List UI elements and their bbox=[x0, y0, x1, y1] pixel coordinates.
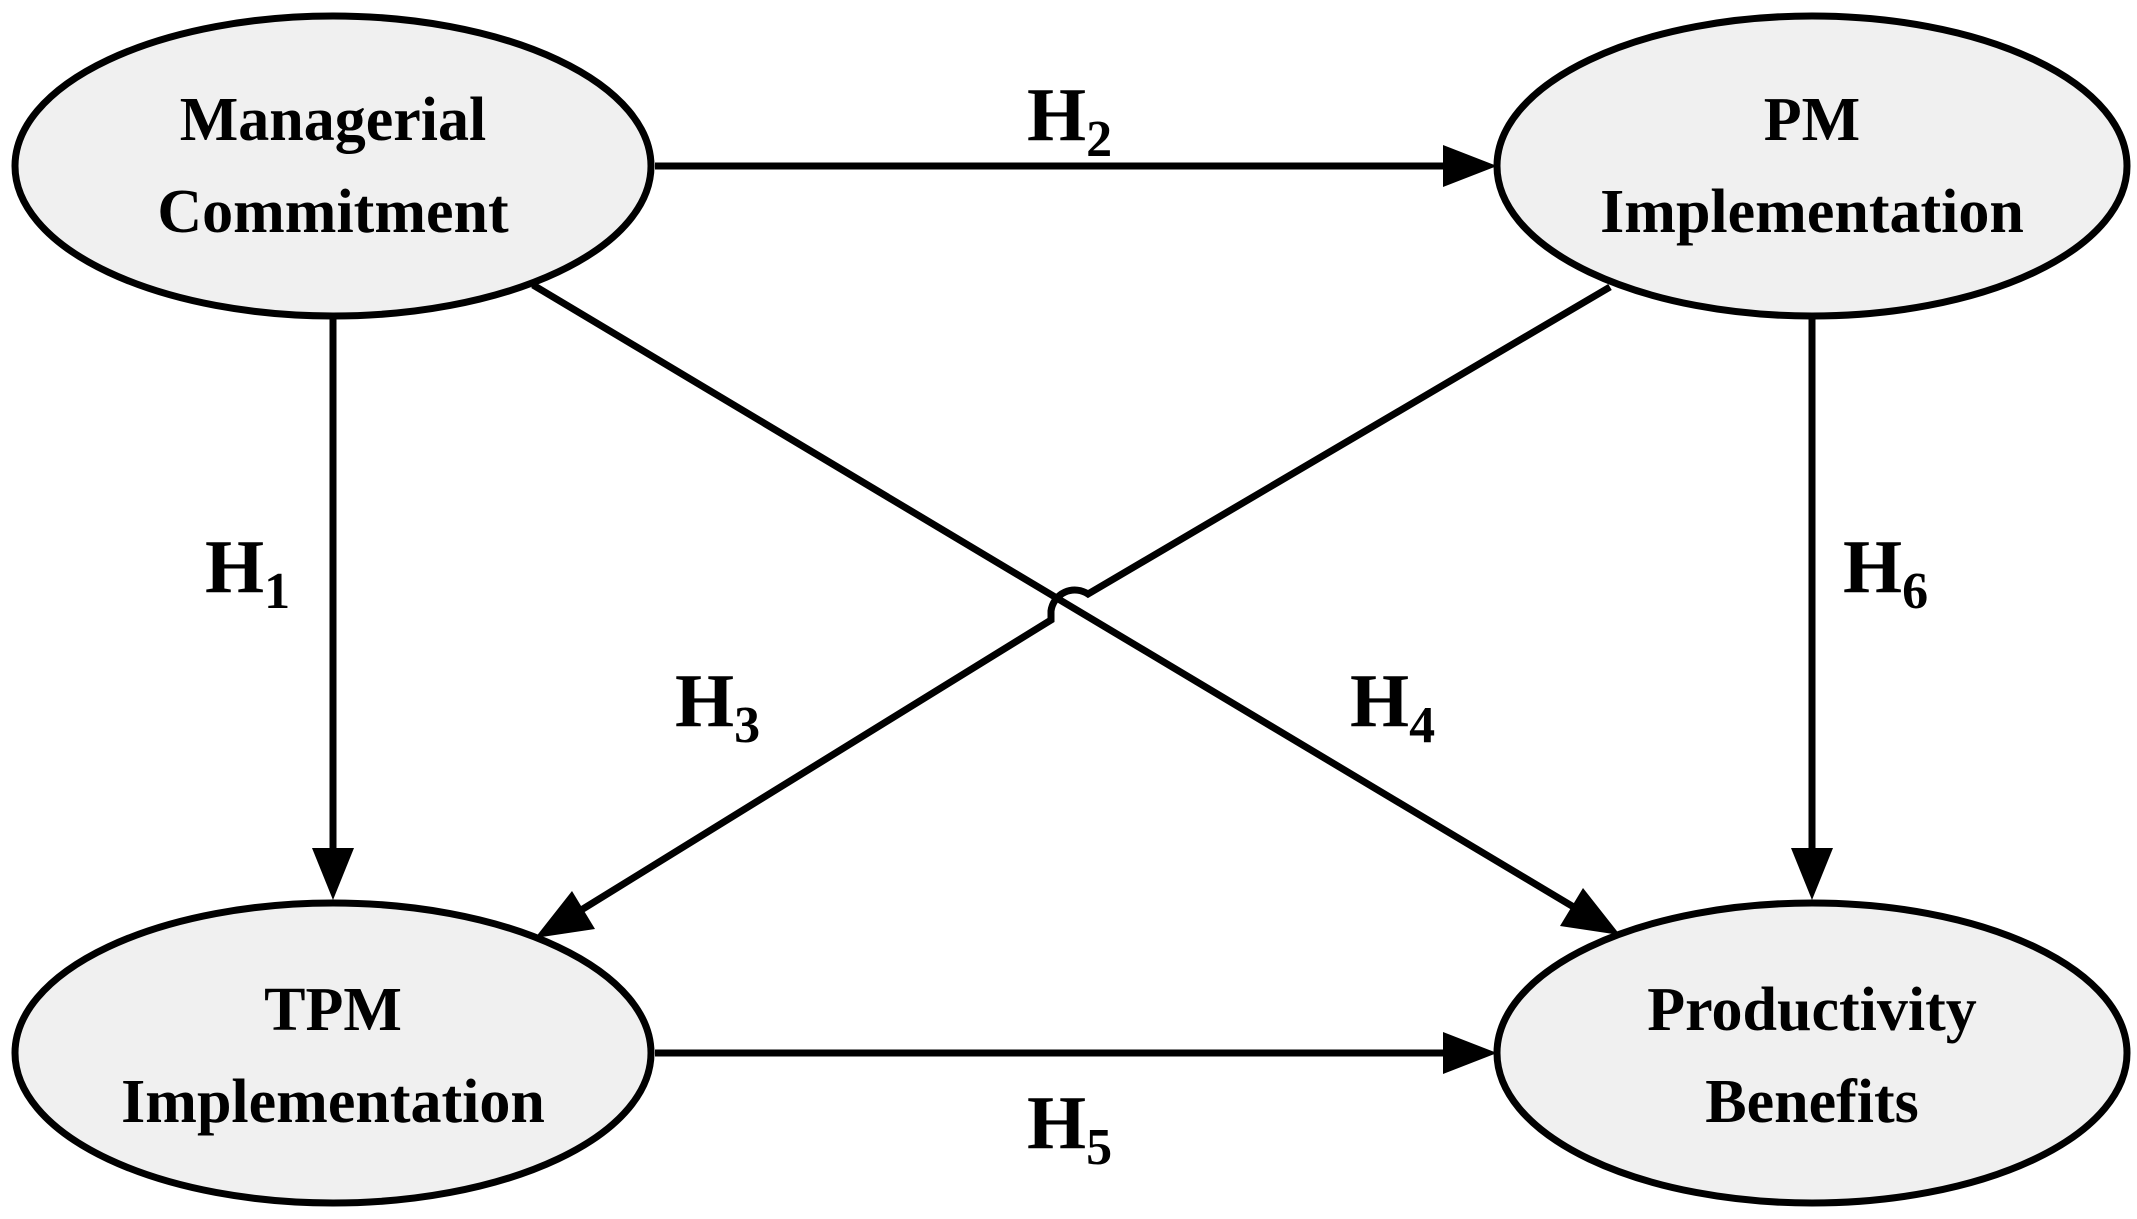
arrowhead-h5 bbox=[1443, 1032, 1497, 1074]
arrowhead-h2 bbox=[1443, 145, 1497, 187]
tpm-implementation-line1: TPM bbox=[264, 976, 402, 1044]
node-productivity-benefits: Productivity Benefits bbox=[1493, 899, 2131, 1207]
hypothesis-label-h5: H5 bbox=[1027, 1081, 1112, 1176]
hypothesis-label-h1: H1 bbox=[205, 525, 290, 620]
managerial-commitment-line1: Managerial bbox=[180, 86, 487, 154]
node-managerial-commitment: Managerial Commitment bbox=[11, 12, 655, 320]
tpm-implementation-line2: Implementation bbox=[121, 1068, 545, 1136]
productivity-benefits-line1: Productivity bbox=[1647, 976, 1977, 1044]
arrowhead-h3 bbox=[535, 891, 595, 938]
hypothesis-label-h2: H2 bbox=[1027, 73, 1112, 168]
arrowhead-h4 bbox=[1560, 888, 1620, 935]
node-pm-implementation: PM Implementation bbox=[1493, 12, 2131, 320]
node-tpm-implementation: TPM Implementation bbox=[11, 899, 655, 1207]
hypothesis-label-h3: H3 bbox=[675, 659, 760, 754]
hypothesis-label-h6: H6 bbox=[1843, 525, 1928, 620]
edge-h3 bbox=[576, 283, 1612, 915]
arrowhead-h6 bbox=[1791, 848, 1833, 900]
pm-implementation-line1: PM bbox=[1764, 86, 1860, 154]
hypothesis-label-h4: H4 bbox=[1350, 659, 1435, 754]
managerial-commitment-line2: Commitment bbox=[157, 178, 509, 246]
productivity-benefits-line2: Benefits bbox=[1705, 1068, 1919, 1136]
pm-implementation-line2: Implementation bbox=[1600, 178, 2024, 246]
arrowhead-h1 bbox=[312, 848, 354, 900]
